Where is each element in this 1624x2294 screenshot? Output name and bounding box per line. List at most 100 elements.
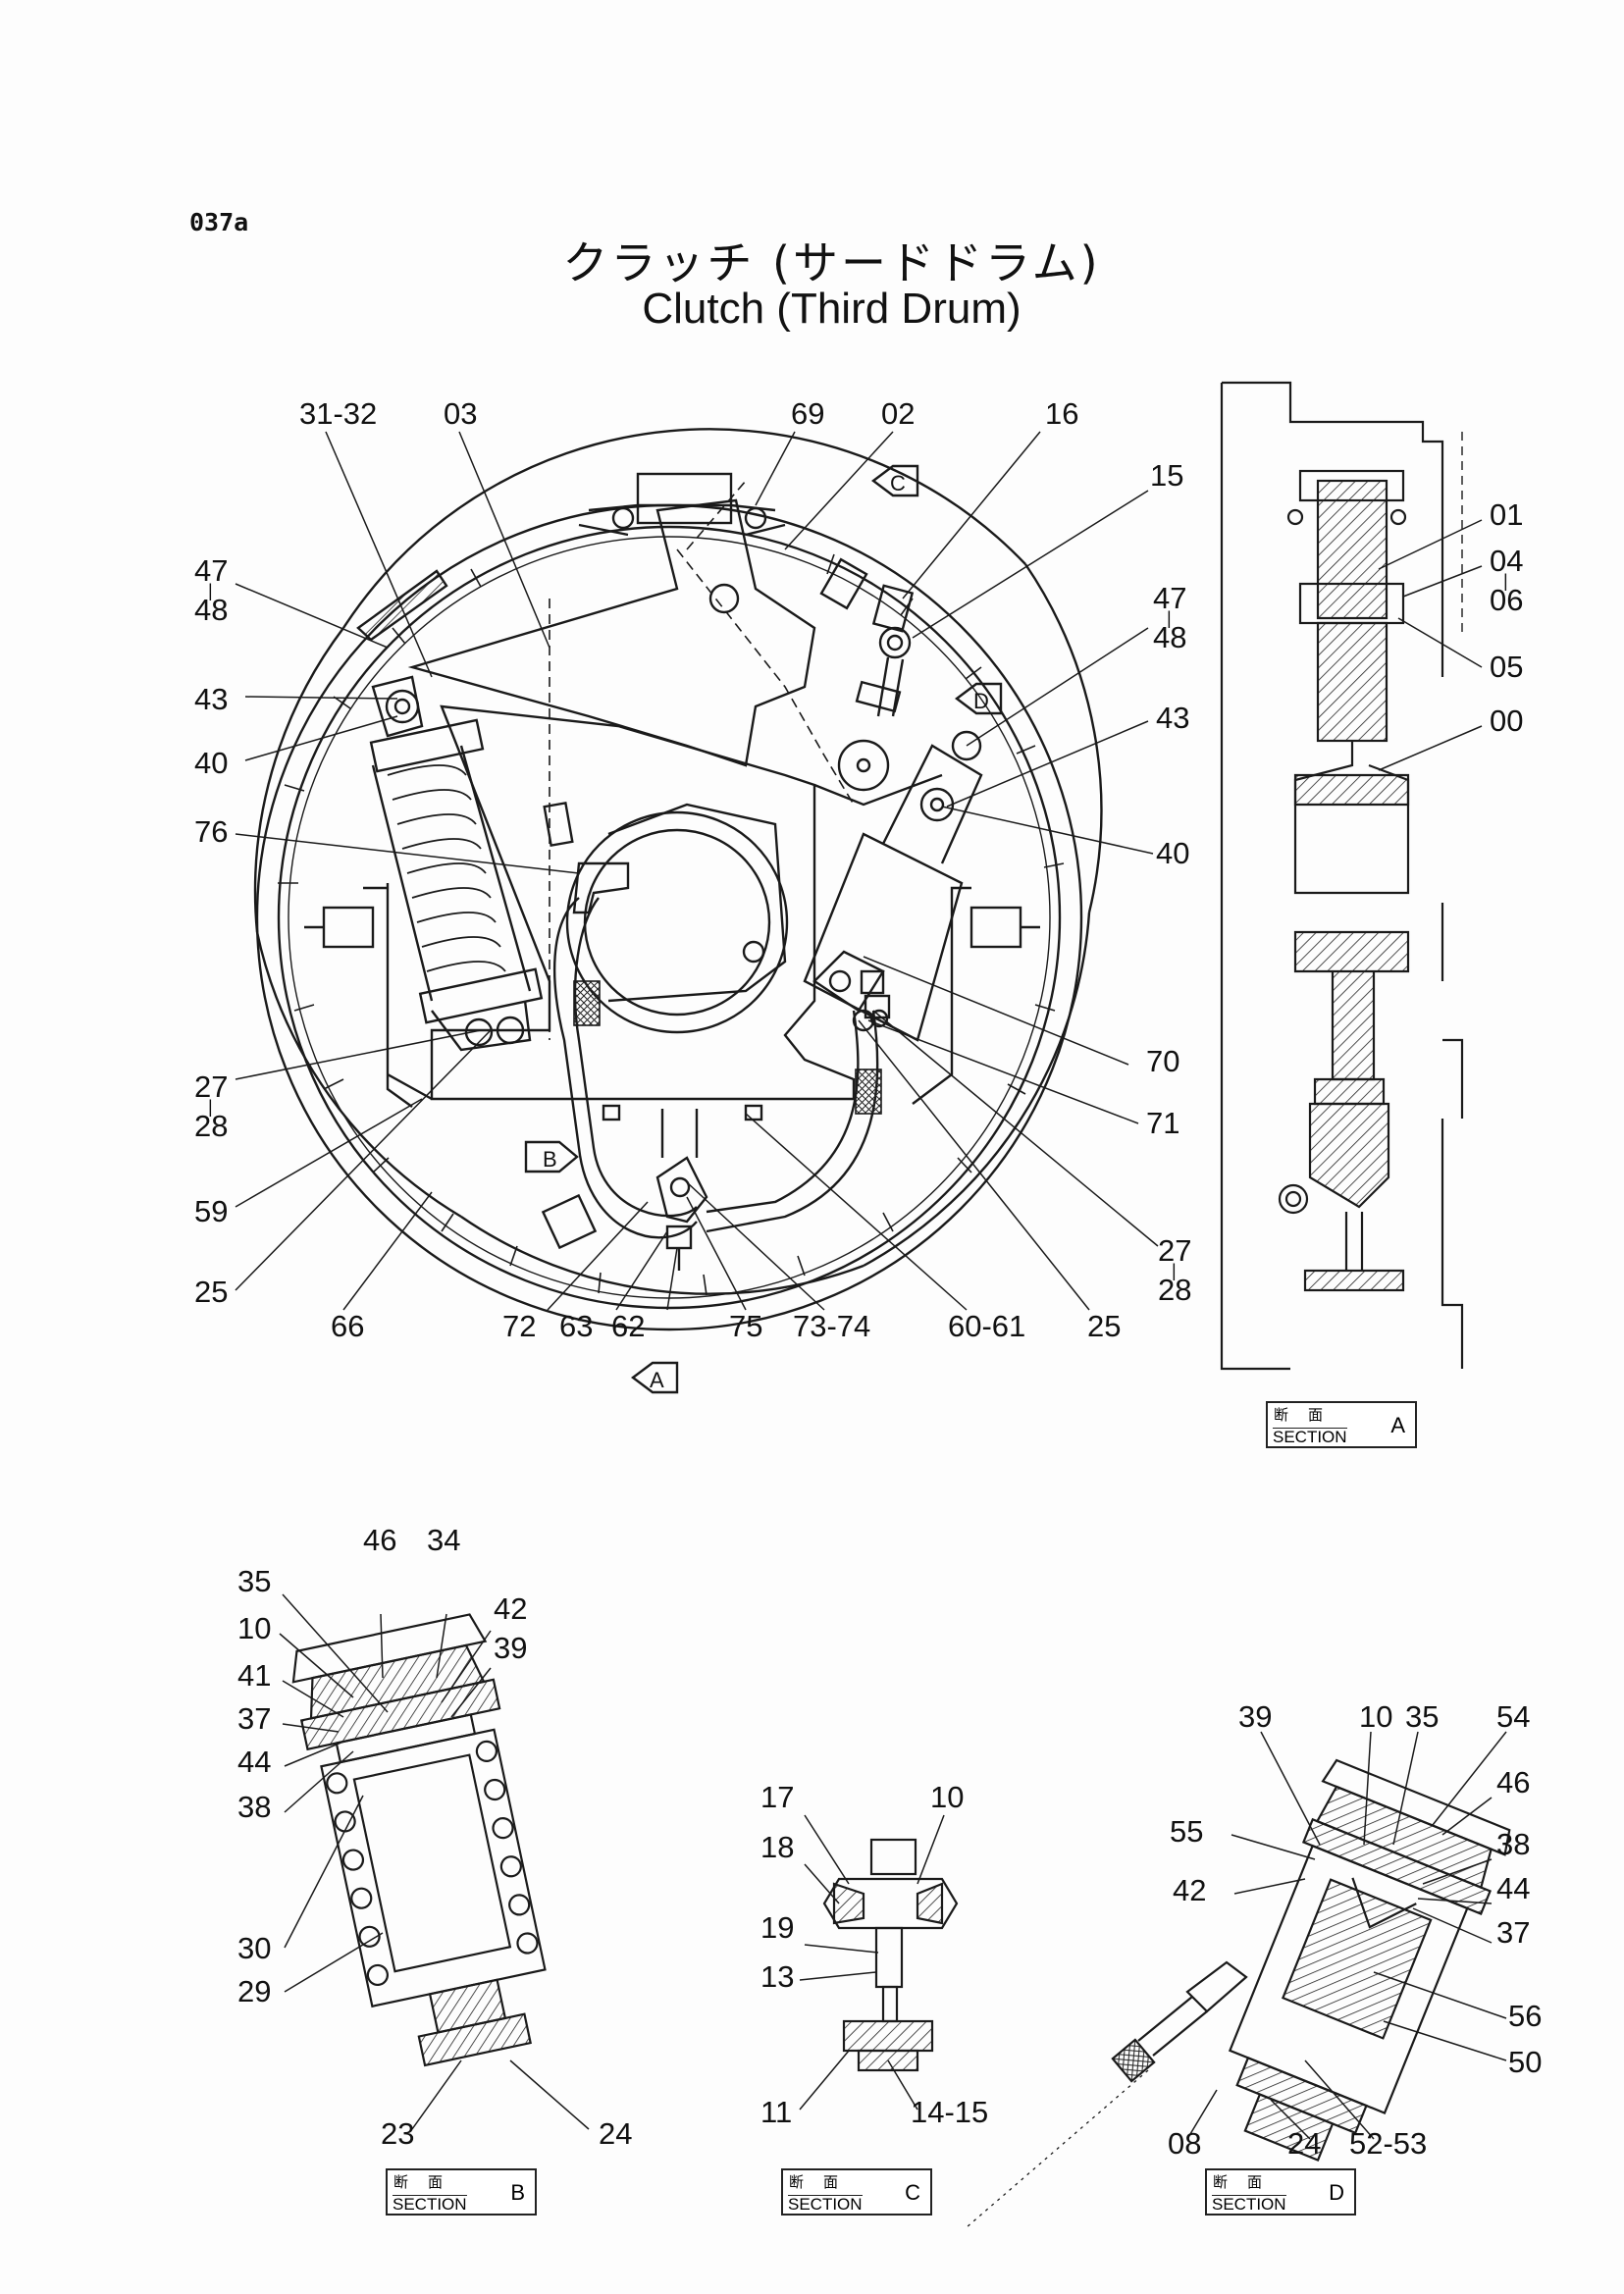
callout-label: 56 [1508, 1999, 1542, 2033]
callout-label: 10 [1359, 1699, 1392, 1734]
callout-label: 24 [1287, 2126, 1321, 2161]
callout-label: 00 [1490, 704, 1523, 738]
section-kanji: 断面 [393, 2173, 463, 2191]
callout-label: 25 [1087, 1309, 1121, 1343]
callout-label: 44 [237, 1745, 271, 1779]
callout-label: 27|28 [194, 1069, 228, 1143]
callout-label: 23 [381, 2116, 414, 2151]
callout-label: 69 [791, 396, 824, 431]
section-letter: A [1390, 1413, 1405, 1437]
callout-label: 43 [194, 682, 228, 716]
view-marker-d: D [973, 689, 989, 713]
callout-label: 02 [881, 396, 915, 431]
callout-label: 52-53 [1349, 2126, 1427, 2161]
callout-label: 13 [760, 1959, 794, 1994]
section-a-drawing [1220, 381, 1464, 1371]
section-b-drawing [291, 1613, 547, 2067]
callout-label: 08 [1168, 2126, 1201, 2161]
callout-label: 60-61 [948, 1309, 1025, 1343]
callout-label: 62 [611, 1309, 645, 1343]
section-word: SECTION [393, 2195, 467, 2214]
callout-label: 14-15 [911, 2095, 988, 2129]
callout-label: 44 [1496, 1871, 1530, 1905]
callout-label: 17 [760, 1780, 794, 1814]
title-japanese: クラッチ (サードドラム) [562, 236, 1101, 289]
right-cylinder [803, 730, 983, 1042]
callout-label: 46 [363, 1523, 396, 1557]
callout-label: 41 [237, 1658, 271, 1693]
callout-label: 37 [1496, 1915, 1530, 1950]
section-c-label: 断面 SECTION C [781, 2168, 932, 2216]
callout-label: 04|06 [1490, 544, 1523, 617]
callout-label: 01 [1490, 497, 1523, 532]
callout-label: 30 [237, 1931, 271, 1965]
callout-label: 75 [729, 1309, 762, 1343]
callout-label: 55 [1170, 1814, 1203, 1849]
callout-label: 03 [444, 396, 477, 431]
hose-left [553, 897, 698, 1239]
callout-label: 43 [1156, 701, 1189, 735]
section-b-label: 断面 SECTION B [386, 2168, 537, 2216]
main-view-drum [253, 428, 1103, 1394]
callout-label: 31-32 [299, 396, 377, 431]
callout-label: 39 [1238, 1699, 1272, 1734]
callout-label: 37 [237, 1701, 271, 1736]
page-code: 037a [189, 208, 249, 236]
section-word: SECTION [1212, 2195, 1286, 2214]
callout-label: 38 [237, 1790, 271, 1824]
section-c-drawing [822, 1838, 959, 2072]
section-word: SECTION [1273, 1428, 1347, 1446]
callout-label: 29 [237, 1974, 271, 2008]
callout-label: 24 [599, 2116, 632, 2151]
callout-label: 18 [760, 1830, 794, 1864]
callout-label: 40 [194, 746, 228, 780]
callout-label: 38 [1496, 1827, 1530, 1861]
callout-label: 47|48 [1153, 581, 1186, 654]
callout-label: 70 [1146, 1044, 1179, 1078]
frame-plate [430, 704, 856, 1101]
callout-label: 39 [494, 1631, 527, 1665]
callout-label: 11 [760, 2095, 792, 2129]
callout-label: 05 [1490, 650, 1523, 684]
callout-label: 27|28 [1158, 1233, 1191, 1307]
main-leaders [235, 431, 1159, 1311]
callout-label: 10 [930, 1780, 964, 1814]
callout-label: 72 [502, 1309, 536, 1343]
callout-label: 76 [194, 814, 228, 849]
section-letter: C [905, 2180, 920, 2205]
callout-label: 59 [194, 1194, 228, 1228]
top-bracket [636, 472, 733, 525]
spring-cylinder [369, 675, 544, 1052]
section-d-label: 断面 SECTION D [1205, 2168, 1356, 2216]
hose-right [706, 1010, 879, 1233]
view-marker-b: B [543, 1147, 557, 1172]
callout-label: 25 [194, 1275, 228, 1309]
view-marker-a: A [650, 1368, 664, 1392]
callout-label: 15 [1150, 458, 1183, 493]
callout-label: 34 [427, 1523, 460, 1557]
callout-label: 73-74 [793, 1309, 870, 1343]
section-letter: B [510, 2180, 525, 2205]
callout-label: 54 [1496, 1699, 1530, 1734]
callout-label: 46 [1496, 1765, 1530, 1799]
brake-lining-inner [277, 525, 1062, 1310]
callout-label: 42 [1173, 1873, 1206, 1907]
callout-label: 50 [1508, 2045, 1542, 2079]
callout-label: 10 [237, 1611, 271, 1645]
callout-label: 40 [1156, 836, 1189, 870]
callout-label: 47|48 [194, 553, 228, 627]
callout-label: 19 [760, 1910, 794, 1945]
section-kanji: 断面 [1274, 1406, 1343, 1424]
callout-label: 71 [1146, 1106, 1179, 1140]
callout-label: 35 [237, 1564, 271, 1598]
center-hub [565, 810, 789, 1034]
callout-labels: 31-32 03 69 02 16 15 47|48 43 40 76 27|2… [194, 396, 1542, 2161]
section-kanji: 断面 [789, 2173, 859, 2191]
section-kanji: 断面 [1213, 2173, 1283, 2191]
section-d-drawing [1111, 1758, 1511, 2162]
callout-label: 16 [1045, 396, 1078, 431]
callout-label: 63 [559, 1309, 593, 1343]
callout-label: 66 [331, 1309, 364, 1343]
section-a-label: 断面 SECTION A [1266, 1401, 1417, 1448]
